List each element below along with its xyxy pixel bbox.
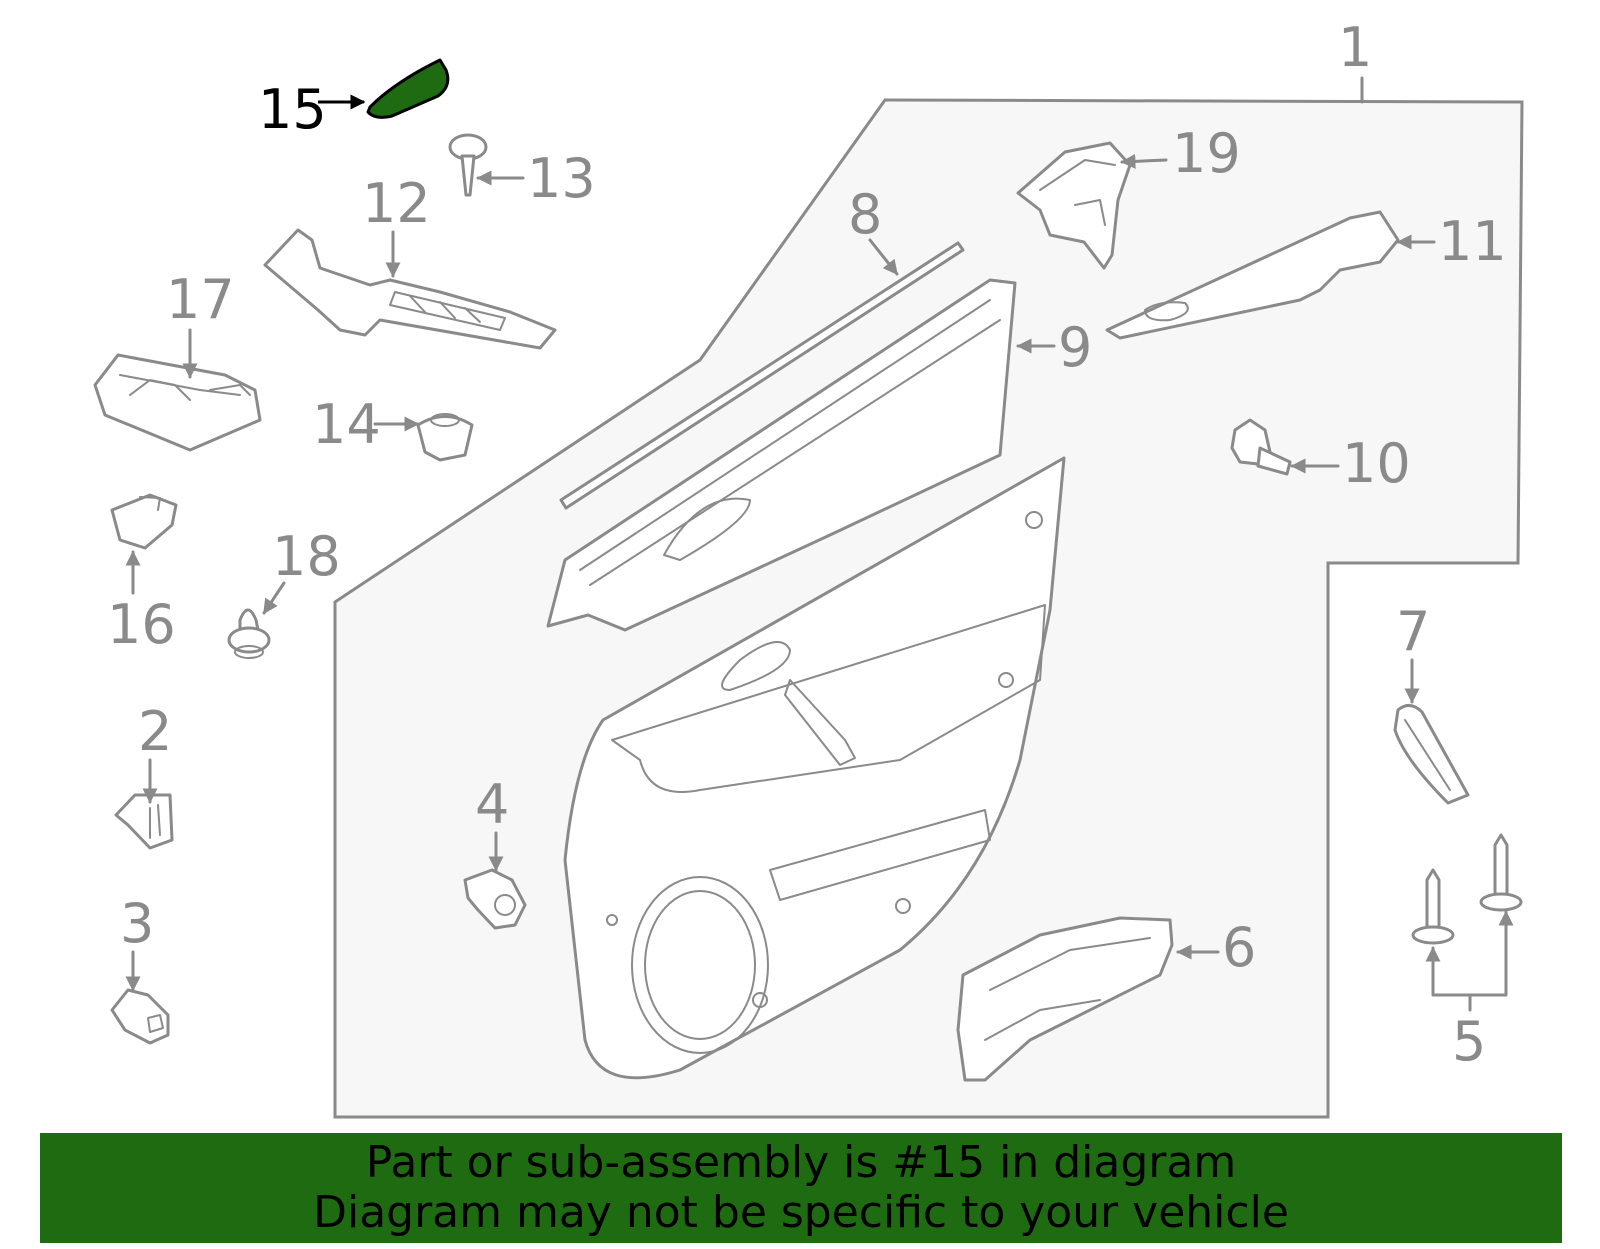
callout-7: 7 — [1396, 600, 1430, 663]
part-2-clip — [114, 758, 174, 850]
callout-14: 14 — [312, 393, 381, 456]
part-3-grommet — [110, 950, 170, 1045]
callout-6: 6 — [1222, 916, 1256, 979]
callout-2: 2 — [138, 700, 172, 763]
part-16-clip — [110, 493, 178, 595]
part-13-screw — [448, 133, 525, 197]
part-15-garnish-highlighted — [318, 58, 450, 119]
callout-13: 13 — [527, 147, 596, 210]
part-10-screw — [1230, 418, 1340, 476]
part-8-belt-molding — [559, 238, 965, 510]
callout-8: 8 — [848, 183, 882, 246]
banner-line-disclaimer: Diagram may not be specific to your vehi… — [313, 1187, 1289, 1238]
part-14-nut — [373, 413, 474, 462]
part-17-window-switch — [93, 328, 262, 452]
part-4-clip — [463, 831, 527, 930]
callout-4: 4 — [475, 773, 509, 836]
callout-12: 12 — [362, 172, 431, 235]
callout-19: 19 — [1172, 122, 1241, 185]
callout-3: 3 — [120, 892, 154, 955]
banner-line-part-number: Part or sub-assembly is #15 in diagram — [365, 1137, 1237, 1188]
part-6-bracket — [956, 916, 1220, 1082]
part-19-inner-handle — [1016, 141, 1168, 270]
callout-10: 10 — [1342, 432, 1411, 495]
part-7-trim-cap — [1393, 658, 1470, 805]
door-panel — [563, 456, 1066, 1080]
callout-9: 9 — [1058, 316, 1092, 379]
part-18-push-clip — [227, 581, 286, 659]
info-banner: Part or sub-assembly is #15 in diagram D… — [40, 1133, 1562, 1243]
part-11-armrest-bezel — [1105, 210, 1436, 340]
callout-1: 1 — [1338, 16, 1372, 79]
callout-15: 15 — [258, 78, 327, 141]
callout-11: 11 — [1438, 210, 1507, 273]
part-5-screws — [1411, 833, 1523, 1012]
callout-18: 18 — [272, 525, 341, 588]
callout-17: 17 — [166, 268, 235, 331]
callout-16: 16 — [107, 593, 176, 656]
part-9-upper-trim — [546, 278, 1056, 632]
part-12-switch-bezel — [263, 228, 557, 350]
callout-5: 5 — [1452, 1010, 1486, 1073]
